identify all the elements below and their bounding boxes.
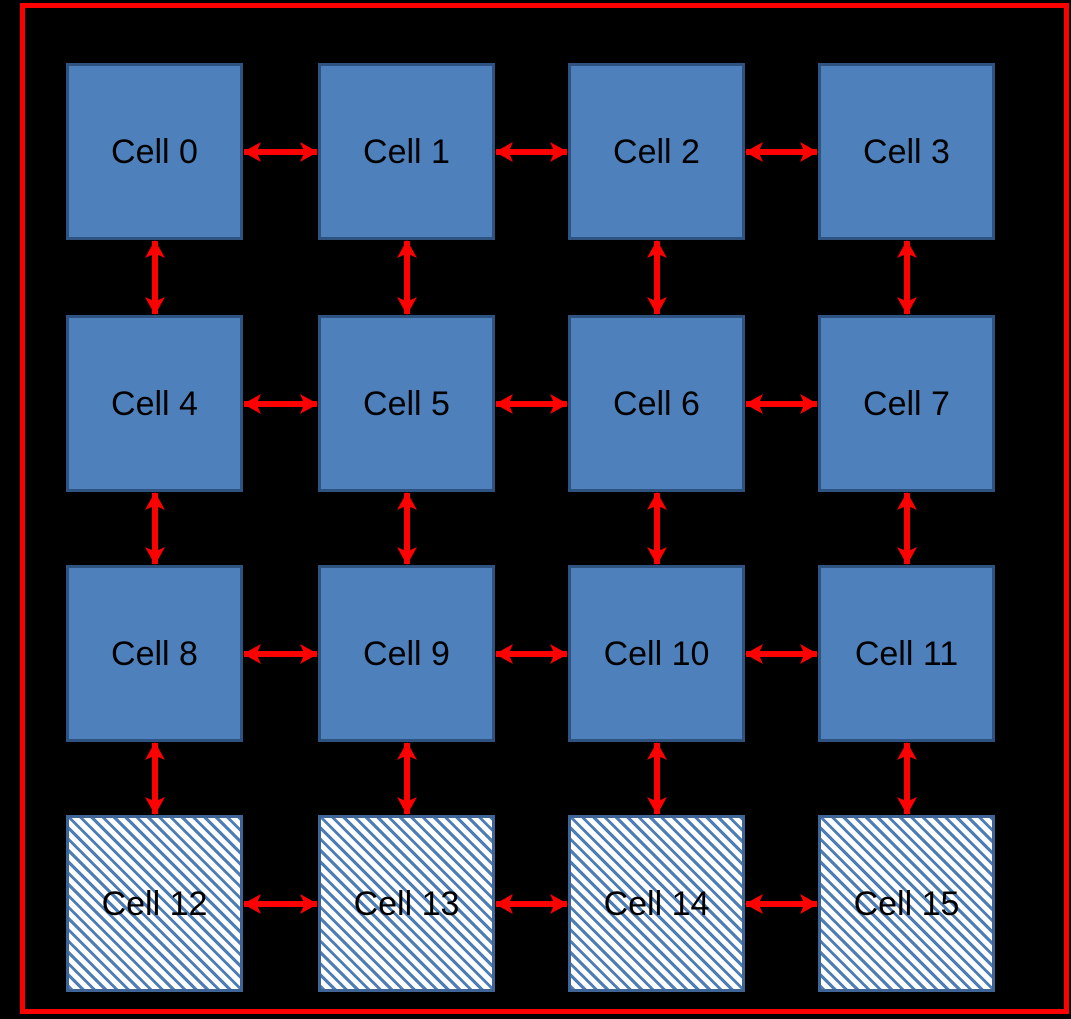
cell-label: Cell 14 — [603, 884, 710, 923]
cell-13: Cell 13 — [318, 815, 495, 992]
cell-12: Cell 12 — [66, 815, 243, 992]
cell-label: Cell 7 — [863, 384, 950, 423]
cell-15: Cell 15 — [818, 815, 995, 992]
cell-label: Cell 10 — [603, 634, 710, 673]
cell-label: Cell 3 — [863, 132, 950, 171]
cell-label: Cell 9 — [363, 634, 450, 673]
cell-1: Cell 1 — [318, 63, 495, 240]
cell-8: Cell 8 — [66, 565, 243, 742]
cell-label: Cell 1 — [363, 132, 450, 171]
cell-label: Cell 5 — [363, 384, 450, 423]
outer-frame — [20, 3, 1069, 1014]
cell-9: Cell 9 — [318, 565, 495, 742]
cell-label: Cell 15 — [853, 884, 960, 923]
cell-11: Cell 11 — [818, 565, 995, 742]
cell-6: Cell 6 — [568, 315, 745, 492]
cell-4: Cell 4 — [66, 315, 243, 492]
cell-2: Cell 2 — [568, 63, 745, 240]
cell-10: Cell 10 — [568, 565, 745, 742]
cell-label: Cell 4 — [111, 384, 198, 423]
cell-label: Cell 2 — [613, 132, 700, 171]
cell-label: Cell 13 — [353, 884, 460, 923]
cell-label: Cell 8 — [111, 634, 198, 673]
cell-label: Cell 6 — [613, 384, 700, 423]
cell-label: Cell 11 — [854, 634, 959, 673]
cell-label: Cell 12 — [101, 884, 208, 923]
cell-5: Cell 5 — [318, 315, 495, 492]
cell-14: Cell 14 — [568, 815, 745, 992]
cell-7: Cell 7 — [818, 315, 995, 492]
cell-0: Cell 0 — [66, 63, 243, 240]
cell-label: Cell 0 — [111, 132, 198, 171]
cell-3: Cell 3 — [818, 63, 995, 240]
